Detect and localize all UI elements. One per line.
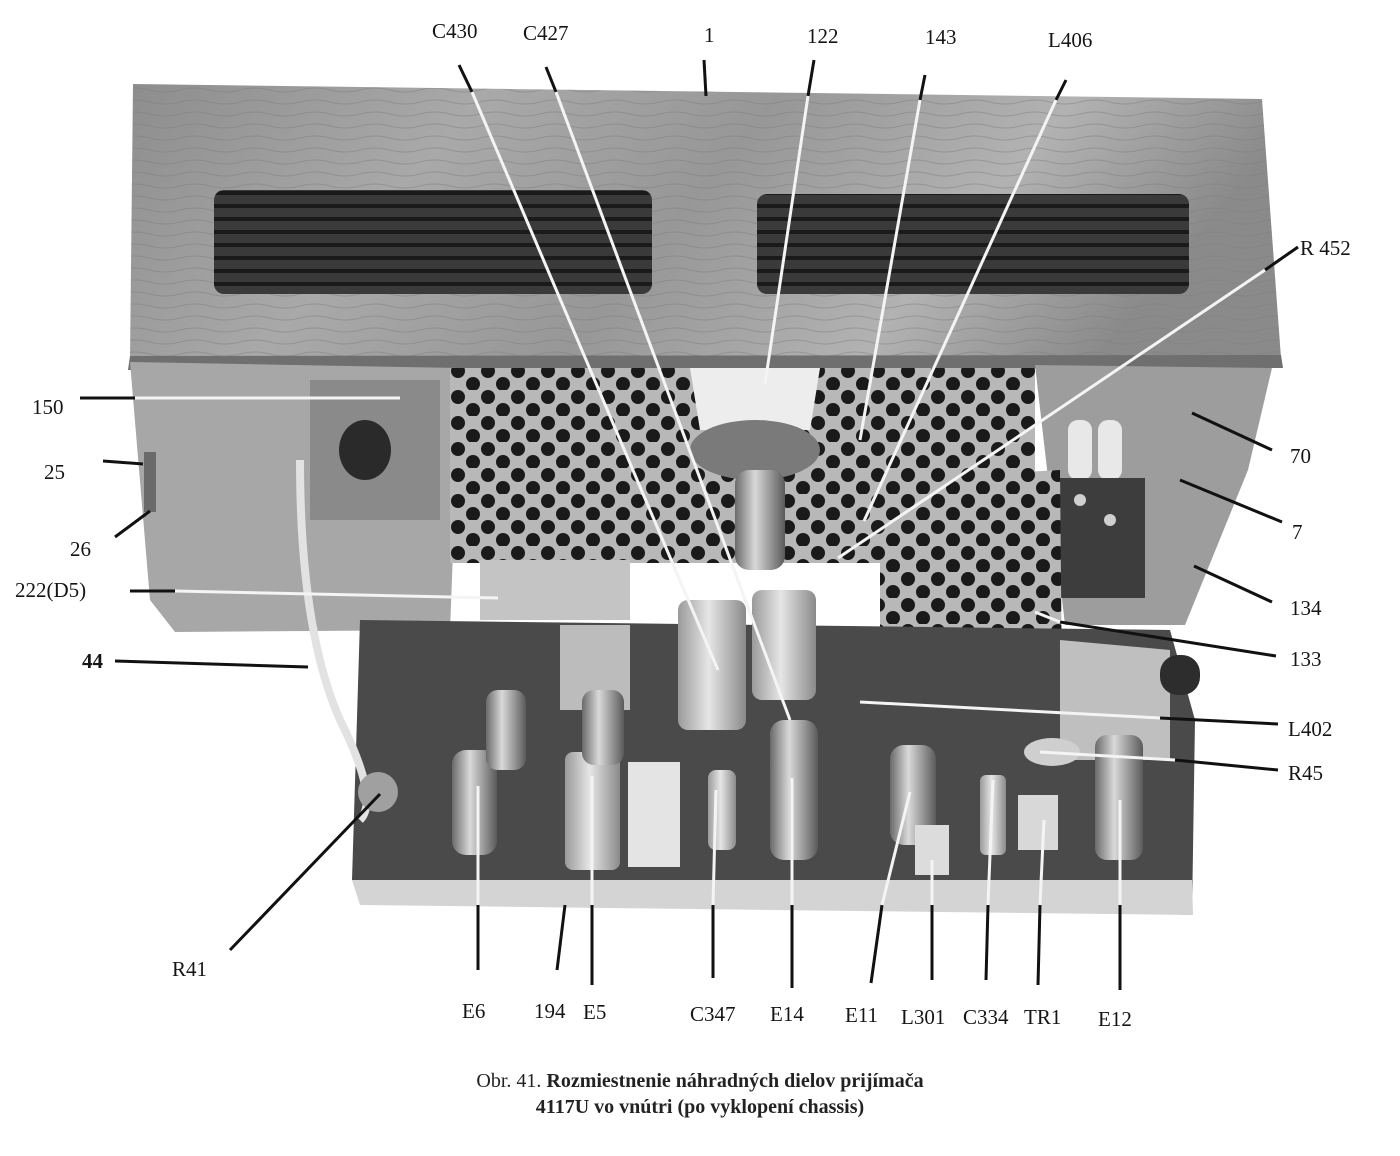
label-134: 134 (1290, 596, 1322, 620)
label-r41: R41 (172, 957, 207, 981)
speaker-vent-left (214, 190, 652, 294)
caption-title-line-2: 4117U vo vnútri (po vyklopení chassis) (535, 1096, 865, 1118)
label-tr1: TR1 (1024, 1005, 1061, 1029)
label-c347: C347 (690, 1002, 736, 1026)
label-194: 194 (534, 999, 566, 1023)
label-c334: C334 (963, 1005, 1009, 1029)
label-e6: E6 (462, 999, 485, 1023)
loudspeaker (690, 368, 820, 480)
label-150: 150 (32, 395, 64, 419)
label-1: 1 (704, 23, 715, 47)
label-c430: C430 (432, 19, 478, 43)
label-e5: E5 (583, 1000, 606, 1024)
label-l402: L402 (1288, 717, 1332, 741)
label-26: 26 (70, 537, 91, 561)
label-c427: C427 (523, 21, 569, 45)
leader-lines (80, 59, 1299, 990)
central-components (310, 380, 816, 730)
label-143: 143 (925, 25, 957, 49)
label-l301: L301 (901, 1005, 945, 1029)
label-r452: R 452 (1300, 236, 1351, 260)
figure-caption: Obr. 41. Rozmiestnenie náhradných dielov… (0, 1068, 1400, 1120)
tube-row (452, 690, 1143, 875)
label-e11: E11 (845, 1003, 878, 1027)
label-133: 133 (1290, 647, 1322, 671)
part-labels: C430 C427 1 122 143 L406 R 452 150 25 26… (15, 19, 1351, 1031)
cabinet-right-wall (1035, 365, 1272, 625)
label-25: 25 (44, 460, 65, 484)
label-7: 7 (1292, 520, 1303, 544)
caption-prefix: Obr. 41. (476, 1070, 542, 1092)
power-cable (296, 459, 398, 823)
label-222-d5: 222(D5) (15, 578, 86, 602)
label-r45: R45 (1288, 761, 1323, 785)
label-44: 44 (82, 649, 104, 673)
caption-title-line-1: Rozmiestnenie náhradných dielov prijímač… (546, 1070, 924, 1092)
label-e12: E12 (1098, 1007, 1132, 1031)
label-l406: L406 (1048, 28, 1092, 52)
label-e14: E14 (770, 1002, 804, 1026)
caption-line-1: Obr. 41. Rozmiestnenie náhradných dielov… (0, 1068, 1400, 1094)
label-70: 70 (1290, 444, 1311, 468)
label-122: 122 (807, 24, 839, 48)
speaker-vent-right (757, 194, 1189, 294)
